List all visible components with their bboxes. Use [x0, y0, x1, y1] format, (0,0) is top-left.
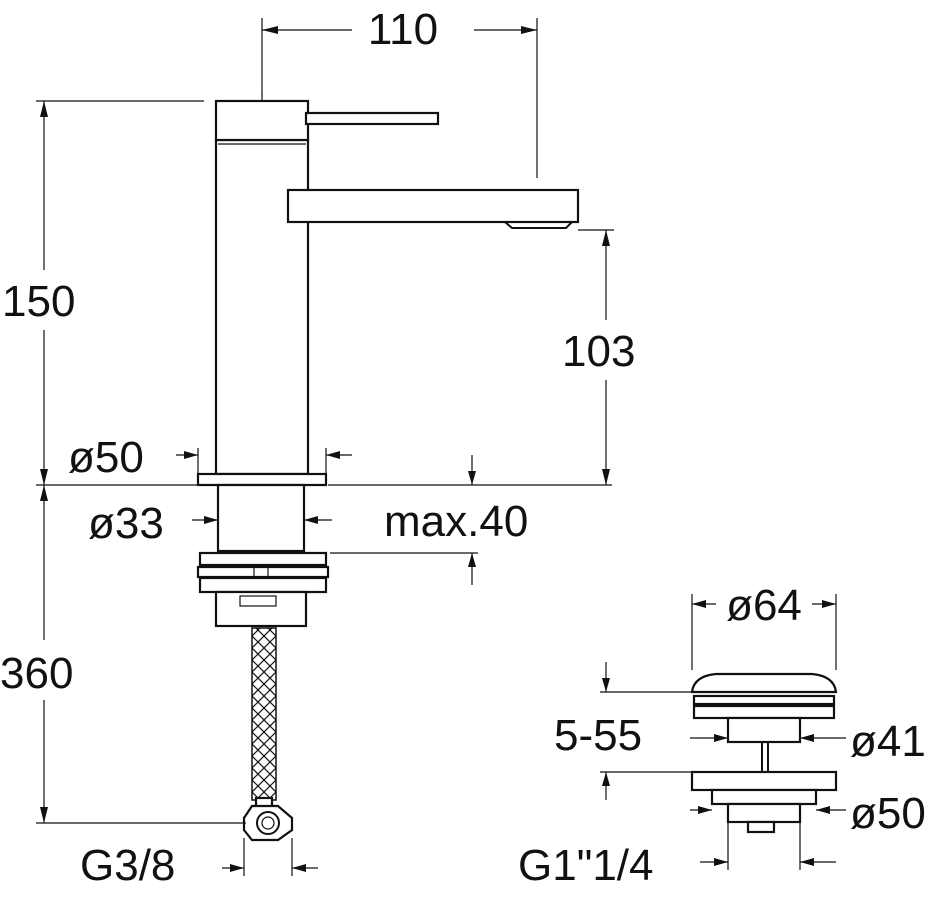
dim-neck-diameter: ø41: [850, 717, 926, 766]
waste-flange: [690, 770, 838, 792]
waste-body-top: [710, 788, 818, 806]
waste-cap: [690, 672, 838, 694]
dim-spout-reach: 110: [368, 5, 438, 54]
dim-cap-stroke: 5-55: [554, 711, 642, 760]
waste-tail: [746, 820, 776, 834]
washer-bottom: [198, 576, 328, 594]
dim-shank-diameter: ø33: [88, 499, 164, 548]
faucet: [196, 95, 580, 842]
dim-base-diameter: ø50: [68, 433, 144, 482]
faucet-shank: [216, 483, 306, 553]
dim-spout-height: 103: [562, 327, 635, 376]
hose-nut: [242, 804, 294, 842]
washer-top: [198, 551, 328, 567]
dim-max-deck-thickness: max.40: [384, 497, 528, 546]
dim-hose-length: 360: [0, 649, 73, 698]
faucet-base: [196, 472, 328, 487]
faucet-lever: [304, 111, 440, 126]
faucet-spout: [286, 188, 580, 224]
faucet-dimensions: [36, 18, 614, 876]
waste-neck: [726, 716, 802, 744]
faucet-cap: [214, 99, 310, 142]
dim-total-height: 150: [2, 277, 75, 326]
waste-cap-ring: [692, 694, 836, 706]
dim-cap-diameter: ø64: [726, 581, 802, 630]
pop-up-waste: [690, 672, 838, 834]
mounting-nut: [214, 590, 308, 628]
dim-flange-diameter: ø50: [850, 789, 926, 838]
dim-thread: G1"1/4: [518, 841, 653, 890]
waste-body: [726, 802, 802, 824]
waste-dimensions: [600, 594, 846, 870]
dim-hose-connection: G3/8: [80, 841, 175, 890]
braided-hose: [251, 627, 277, 801]
hose-bore: [256, 811, 280, 835]
waste-cap-seal: [692, 704, 836, 720]
aerator: [504, 221, 573, 229]
washer-mid: [196, 565, 330, 579]
